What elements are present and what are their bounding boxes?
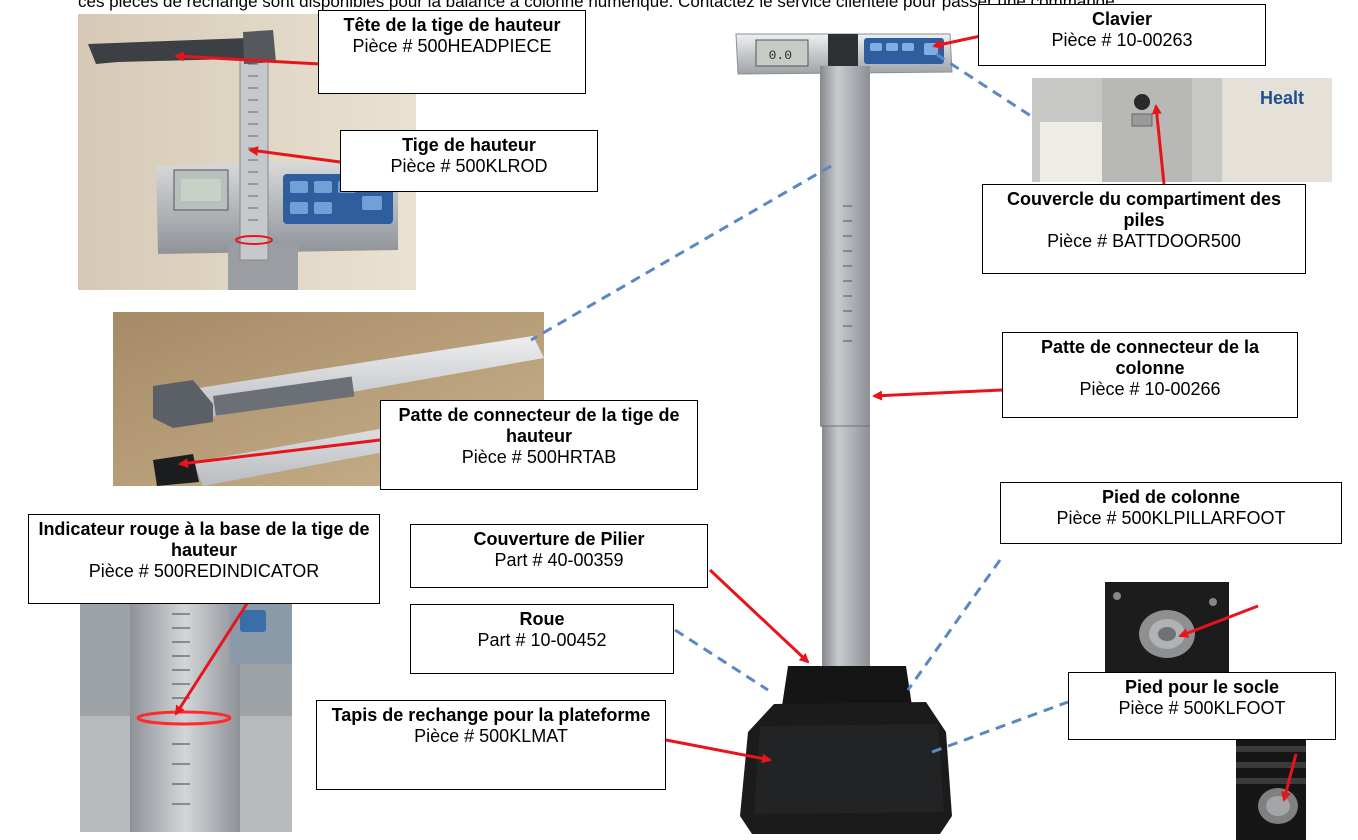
callout-part: Pièce # 500KLMAT (414, 726, 568, 746)
callout-mat: Tapis de rechange pour la plateforme Piè… (316, 700, 666, 790)
callout-part: Pièce # 500KLROD (390, 156, 548, 176)
callout-title: Couverture de Pilier (473, 529, 645, 549)
callout-wheel: Roue Part # 10-00452 (410, 604, 674, 674)
top-caption: ces pièces de rechange sont disponibles … (78, 0, 1120, 11)
arrow-column-tab (872, 388, 1003, 401)
arrow-head-piece (174, 51, 321, 66)
callout-title: Clavier (1091, 9, 1153, 29)
photo-column-scale: 0.0 (730, 26, 960, 840)
arrow-battery-door (1151, 104, 1166, 185)
scale-display: 0.0 (769, 48, 792, 63)
dashed-base-foot (931, 700, 1069, 754)
arrow-pillar-foot (1178, 604, 1259, 638)
dashed-wheel (674, 628, 769, 692)
callout-base-foot: Pied pour le socle Pièce # 500KLFOOT (1068, 672, 1336, 740)
callout-part: Pièce # BATTDOOR500 (1047, 231, 1241, 251)
callout-title: Tige de hauteur (402, 135, 536, 155)
callout-title: Tête de la tige de hauteur (343, 15, 561, 35)
callout-part: Pièce # 500REDINDICATOR (88, 561, 320, 581)
callout-part: Pièce # 500KLPILLARFOOT (1056, 508, 1286, 528)
callout-pillar-foot: Pied de colonne Pièce # 500KLPILLARFOOT (1000, 482, 1342, 544)
callout-title: Couvercle du compartiment des piles (1006, 189, 1282, 230)
callout-battery-door: Couvercle du compartiment des piles Pièc… (982, 184, 1306, 274)
callout-part: Pièce # 500HRTAB (461, 447, 617, 467)
dashed-pillar-foot (906, 559, 1002, 691)
callout-height-rod: Tige de hauteur Pièce # 500KLROD (340, 130, 598, 192)
callout-title: Patte de connecteur de la tige de hauteu… (398, 405, 680, 446)
svg-text:Healt: Healt (1260, 88, 1304, 108)
dashed-column-rod (530, 164, 832, 342)
photo-red-indicator (80, 604, 292, 832)
callout-part: Part # 10-00452 (477, 630, 607, 650)
callout-title: Pied pour le socle (1124, 677, 1280, 697)
callout-part: Pièce # 500KLFOOT (1118, 698, 1286, 718)
callout-part: Pièce # 10-00266 (1079, 379, 1221, 399)
arrow-pillar-cover (708, 568, 810, 664)
arrow-rod-tab (178, 438, 381, 469)
callout-red-indicator: Indicateur rouge à la base de la tige de… (28, 514, 380, 604)
callout-column-tab: Patte de connecteur de la colonne Pièce … (1002, 332, 1298, 418)
callout-pillar-cover: Couverture de Pilier Part # 40-00359 (410, 524, 708, 588)
callout-title: Roue (519, 609, 565, 629)
callout-part: Part # 40-00359 (494, 550, 624, 570)
arrow-base-foot (1281, 753, 1298, 802)
callout-head-piece: Tête de la tige de hauteur Pièce # 500HE… (318, 10, 586, 94)
photo-battery-door: Healt (1032, 78, 1332, 182)
callout-title: Tapis de rechange pour la plateforme (331, 705, 651, 725)
arrow-mat (665, 738, 772, 764)
dashed-keypad-battery (935, 52, 1035, 120)
callout-part: Pièce # 10-00263 (1051, 30, 1193, 50)
callout-title: Pied de colonne (1101, 487, 1241, 507)
callout-rod-tab: Patte de connecteur de la tige de hauteu… (380, 400, 698, 490)
arrow-height-rod (248, 146, 341, 164)
callout-keypad: Clavier Pièce # 10-00263 (978, 4, 1266, 66)
callout-title: Indicateur rouge à la base de la tige de… (38, 519, 370, 560)
arrow-red-indicator (174, 601, 250, 716)
callout-title: Patte de connecteur de la colonne (1040, 337, 1260, 378)
callout-part: Pièce # 500HEADPIECE (352, 36, 552, 56)
